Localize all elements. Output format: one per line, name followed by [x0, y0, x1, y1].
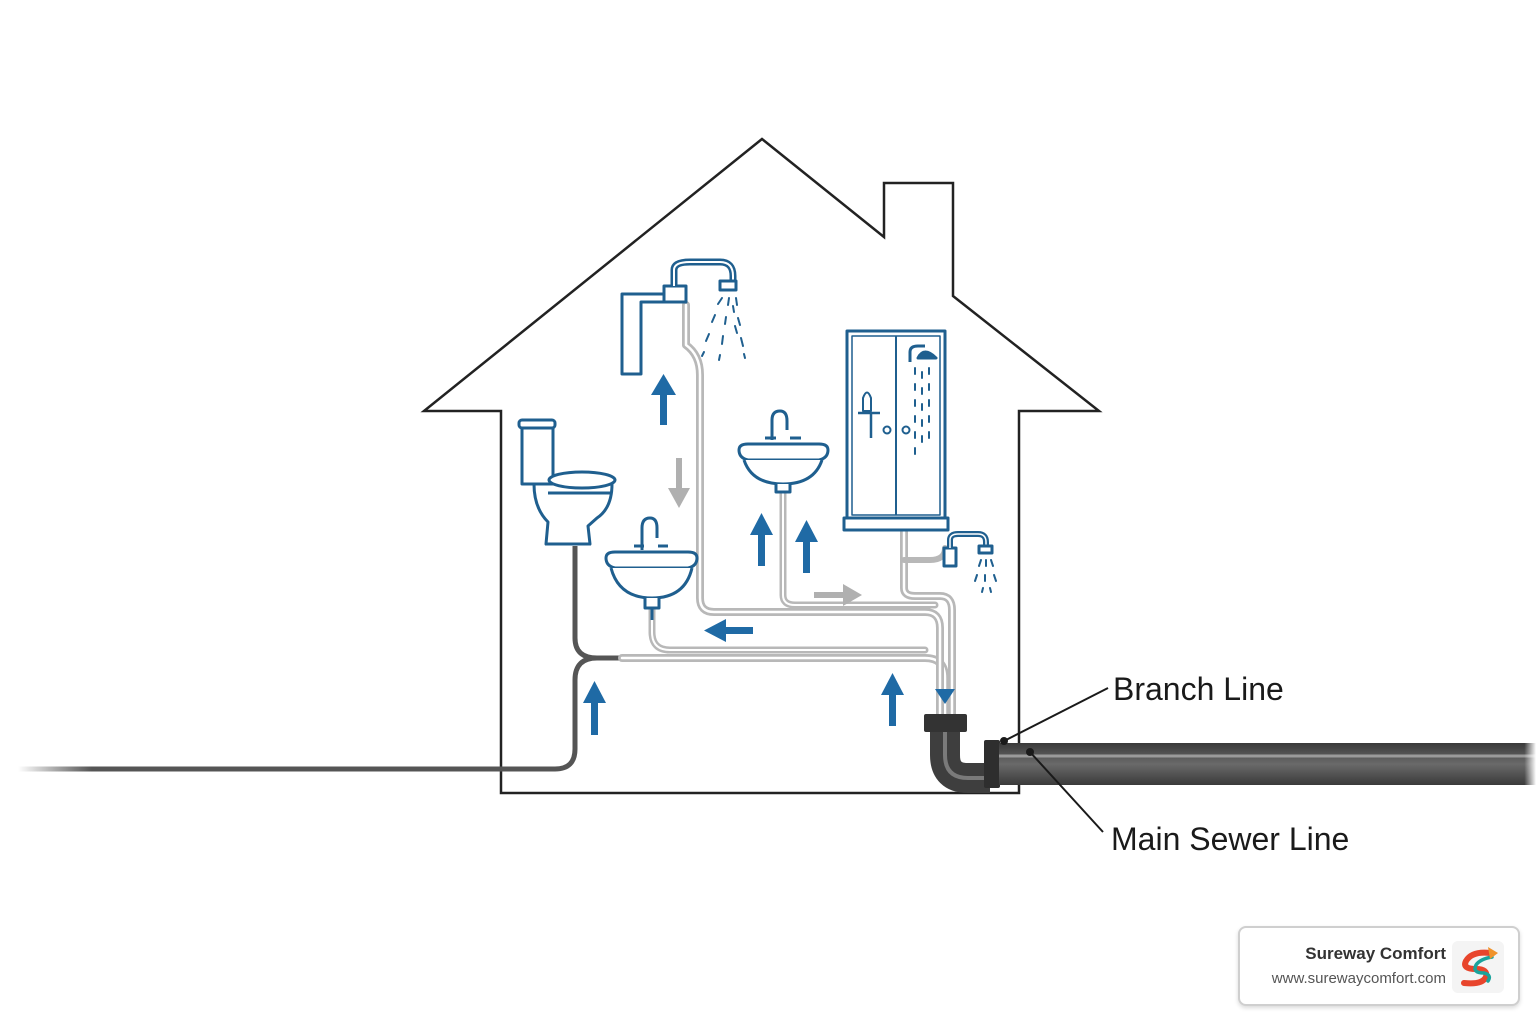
sureway-s-logo-icon	[1452, 941, 1504, 993]
supply-line	[15, 655, 635, 772]
spigot-spray-icon	[974, 559, 997, 593]
flow-arrow-up-supply	[583, 681, 606, 735]
flow-arrow-right-gray	[814, 584, 862, 606]
water-heater-icon	[620, 258, 738, 376]
main-sewer-leader	[1029, 751, 1104, 833]
flow-arrow-up-water-heater	[651, 374, 676, 425]
branch-line-leader	[1003, 687, 1109, 742]
flow-arrow-down-gray	[668, 458, 690, 508]
brand-card[interactable]: Sureway Comfort www.surewaycomfort.com	[1238, 926, 1520, 1006]
callout-leaders	[1000, 687, 1109, 833]
main-sewer-line-label: Main Sewer Line	[1111, 821, 1350, 857]
upper-sink-icon	[737, 409, 830, 494]
flow-arrow-left	[704, 619, 753, 642]
shower-spray-icon	[914, 367, 930, 455]
flow-arrows	[583, 374, 955, 735]
branch-line-label: Branch Line	[1113, 671, 1284, 707]
house-outline	[420, 137, 1103, 795]
flow-arrow-down-main	[935, 689, 955, 704]
lower-sink-icon	[604, 516, 699, 620]
outdoor-spigot-icon	[942, 531, 994, 568]
brand-name: Sureway Comfort	[1305, 944, 1446, 963]
main-sewer-pipe	[924, 714, 1536, 793]
toilet-icon	[517, 418, 617, 546]
flow-arrow-up-right	[795, 520, 818, 573]
shower-enclosure-icon	[842, 329, 950, 532]
water-spray-icon	[701, 297, 746, 361]
branch-pipes	[618, 301, 956, 720]
flow-arrow-up-branch	[881, 673, 904, 726]
toilet-supply-pipe	[572, 546, 598, 661]
flow-arrow-up-left	[750, 513, 773, 566]
brand-url[interactable]: www.surewaycomfort.com	[1271, 970, 1446, 987]
